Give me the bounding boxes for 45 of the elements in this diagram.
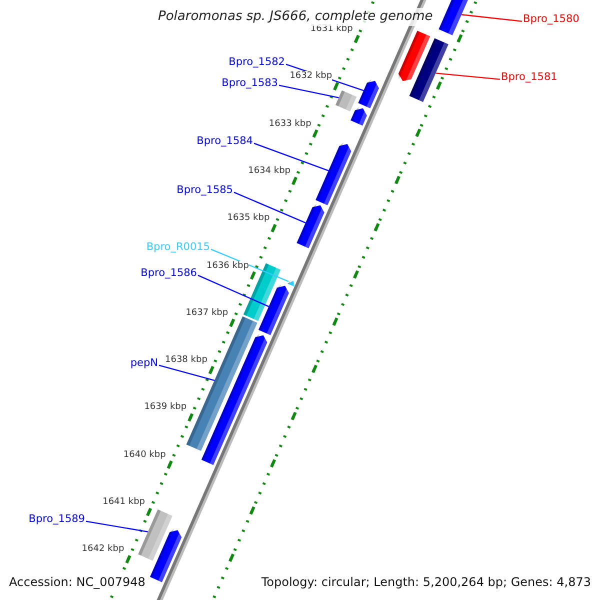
leader-line — [86, 520, 148, 532]
gene-bar — [186, 316, 258, 451]
leader-line — [210, 248, 289, 282]
gene-block — [288, 280, 295, 287]
scale-label: 1641 kbp — [102, 497, 145, 508]
scale-label: 1637 kbp — [186, 308, 228, 319]
gene-bar — [336, 90, 357, 112]
gene-label: Bpro_1580 — [523, 13, 580, 26]
leader-line — [158, 364, 215, 381]
gene-block — [358, 79, 379, 108]
gene-label: Bpro_1581 — [501, 71, 558, 84]
scale-label: 1635 kbp — [227, 213, 270, 224]
accession-text: Accession: NC_007948 — [9, 575, 146, 590]
gene-block — [150, 528, 182, 582]
gene-label: pepN — [130, 357, 158, 370]
scale-label: 1640 kbp — [123, 450, 166, 460]
gene-block — [258, 284, 289, 336]
leader-line — [461, 14, 522, 22]
gene-label: Bpro_1589 — [28, 513, 85, 526]
scale-label: 1642 kbp — [82, 544, 124, 556]
gene-block — [350, 106, 367, 126]
gene-block — [296, 204, 324, 248]
leader-line — [254, 142, 329, 172]
scale-label: 1639 kbp — [144, 402, 187, 414]
gene-block — [438, 0, 468, 36]
scale-label: 1638 kbp — [165, 355, 208, 366]
leader-line — [234, 192, 306, 224]
gene-label: Bpro_1585 — [176, 184, 233, 197]
leader-line — [436, 72, 500, 80]
gene-label: Bpro_1582 — [228, 56, 285, 69]
gene-block — [398, 30, 430, 82]
gene-label: Bpro_1586 — [140, 267, 197, 280]
scale-label: 1632 kbp — [290, 71, 332, 82]
scale-label: 1634 kbp — [248, 166, 290, 177]
gene-label: Bpro_1583 — [222, 77, 278, 90]
gene-label: Bpro_R0015 — [146, 241, 210, 254]
gene-label: Bpro_1584 — [196, 135, 253, 148]
genome-info-text: Topology: circular; Length: 5,200,264 bp; Genes: 4,873 — [261, 575, 591, 590]
leader-line — [278, 84, 339, 98]
scale-label: 1633 kbp — [268, 118, 312, 130]
gene-block — [316, 142, 352, 206]
leader-line — [198, 274, 270, 308]
gene-bar — [138, 509, 172, 561]
scale-label: 1636 kbp — [206, 260, 249, 272]
gene-bar — [409, 38, 448, 102]
